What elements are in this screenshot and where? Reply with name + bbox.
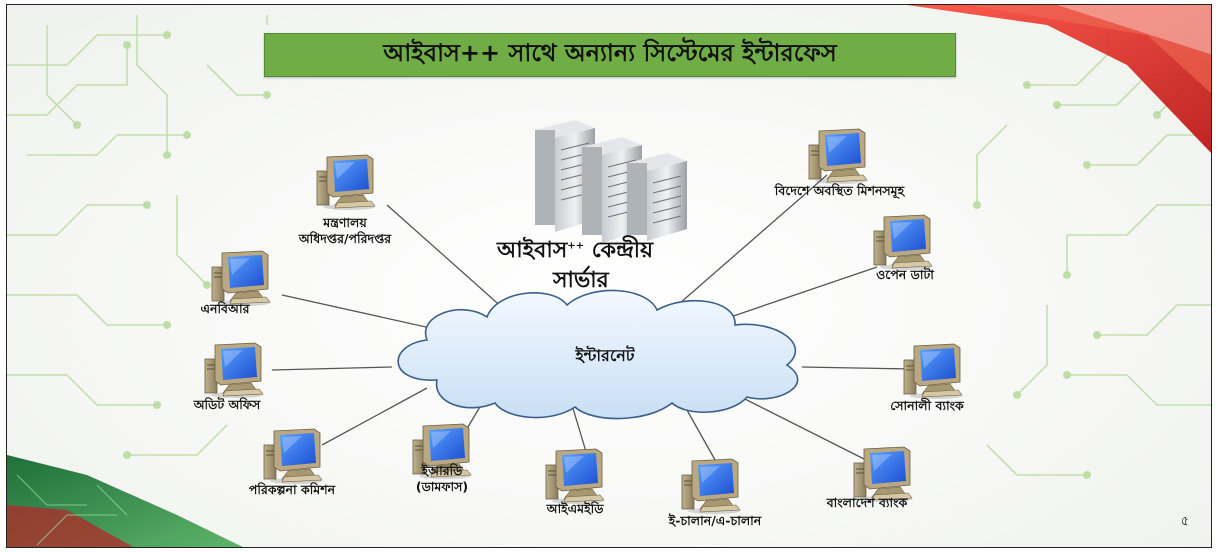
node-label-open-data: ওপেন ডাটা: [876, 267, 934, 282]
desktop-computer-icon: [681, 458, 741, 515]
slide: আইবাস++ সাথে অন্যান্য সিস্টেমের ইন্টারফে…: [6, 4, 1212, 548]
planning-computer: [262, 427, 324, 485]
page-number: ৫: [1180, 514, 1189, 529]
server-caption-sup: ++: [567, 240, 585, 252]
ministry-computer: [315, 153, 377, 211]
server-caption-after: কেন্দ্রীয়: [584, 238, 654, 263]
node-label-missions: বিদেশে অবস্থিত মিশনসমূহ: [774, 183, 905, 198]
desktop-computer-icon: [873, 214, 933, 271]
node-label-bangladesh-bank: বাংলাদেশ ব্যাংক: [826, 495, 908, 510]
desktop-computer-icon: [204, 342, 264, 399]
nbr-computer: [210, 249, 272, 307]
challan-computer: [680, 457, 742, 515]
red-corner-accent: [907, 5, 1211, 153]
server-caption-line2: সার্ভার: [553, 268, 609, 293]
server-caption: আইবাস++ কেন্দ্রীয়: [497, 233, 653, 270]
audit-computer: [203, 341, 265, 399]
imed-computer: [544, 447, 606, 505]
desktop-computer-icon: [808, 128, 868, 185]
node-label-ministry: মন্ত্রণালয় অধিদপ্তর/পরিদপ্তর: [275, 215, 415, 247]
node-label-imed: আইএমইডি: [546, 501, 604, 516]
circuit-background: [7, 5, 1211, 547]
title-banner: আইবাস++ সাথে অন্যান্য সিস্টেমের ইন্টারফে…: [264, 33, 956, 77]
node-label-erd-line2: (ডামফাস): [415, 479, 469, 494]
node-label-planning: পরিকল্পনা কমিশন: [248, 482, 336, 497]
green-corner-accent: [7, 455, 243, 547]
node-label-ministry-line2: অধিদপ্তর/পরিদপ্তর: [298, 231, 392, 246]
node-label-sonali-bank: সোনালী ব্যাংক: [890, 398, 964, 413]
desktop-computer-icon: [211, 250, 271, 307]
sonali-computer: [902, 342, 964, 400]
page-title: আইবাস++ সাথে অন্যান্য সিস্টেমের ইন্টারফে…: [383, 39, 837, 67]
node-label-audit: অডিট অফিস: [193, 397, 261, 412]
node-label-challan: ই-চালান/এ-চালান: [668, 513, 762, 528]
server-caption-main: আইবাস: [497, 238, 568, 263]
internet-cloud-icon: [397, 289, 799, 420]
internet-label: ইন্টারনেট: [575, 346, 635, 365]
node-label-nbr: এনবিআর: [200, 301, 250, 316]
node-label-erd-line1: ইআরডি: [421, 463, 463, 478]
desktop-computer-icon: [903, 343, 963, 400]
desktop-computer-icon: [545, 448, 605, 505]
node-label-ministry-line1: মন্ত্রণালয়: [323, 215, 367, 230]
node-label-erd: ইআরডি (ডামফাস): [397, 463, 487, 495]
desktop-computer-icon: [263, 428, 323, 485]
opendata-computer: [872, 213, 934, 271]
server-rack-icon: [535, 120, 687, 243]
desktop-computer-icon: [316, 154, 376, 211]
missions-computer: [807, 127, 869, 185]
